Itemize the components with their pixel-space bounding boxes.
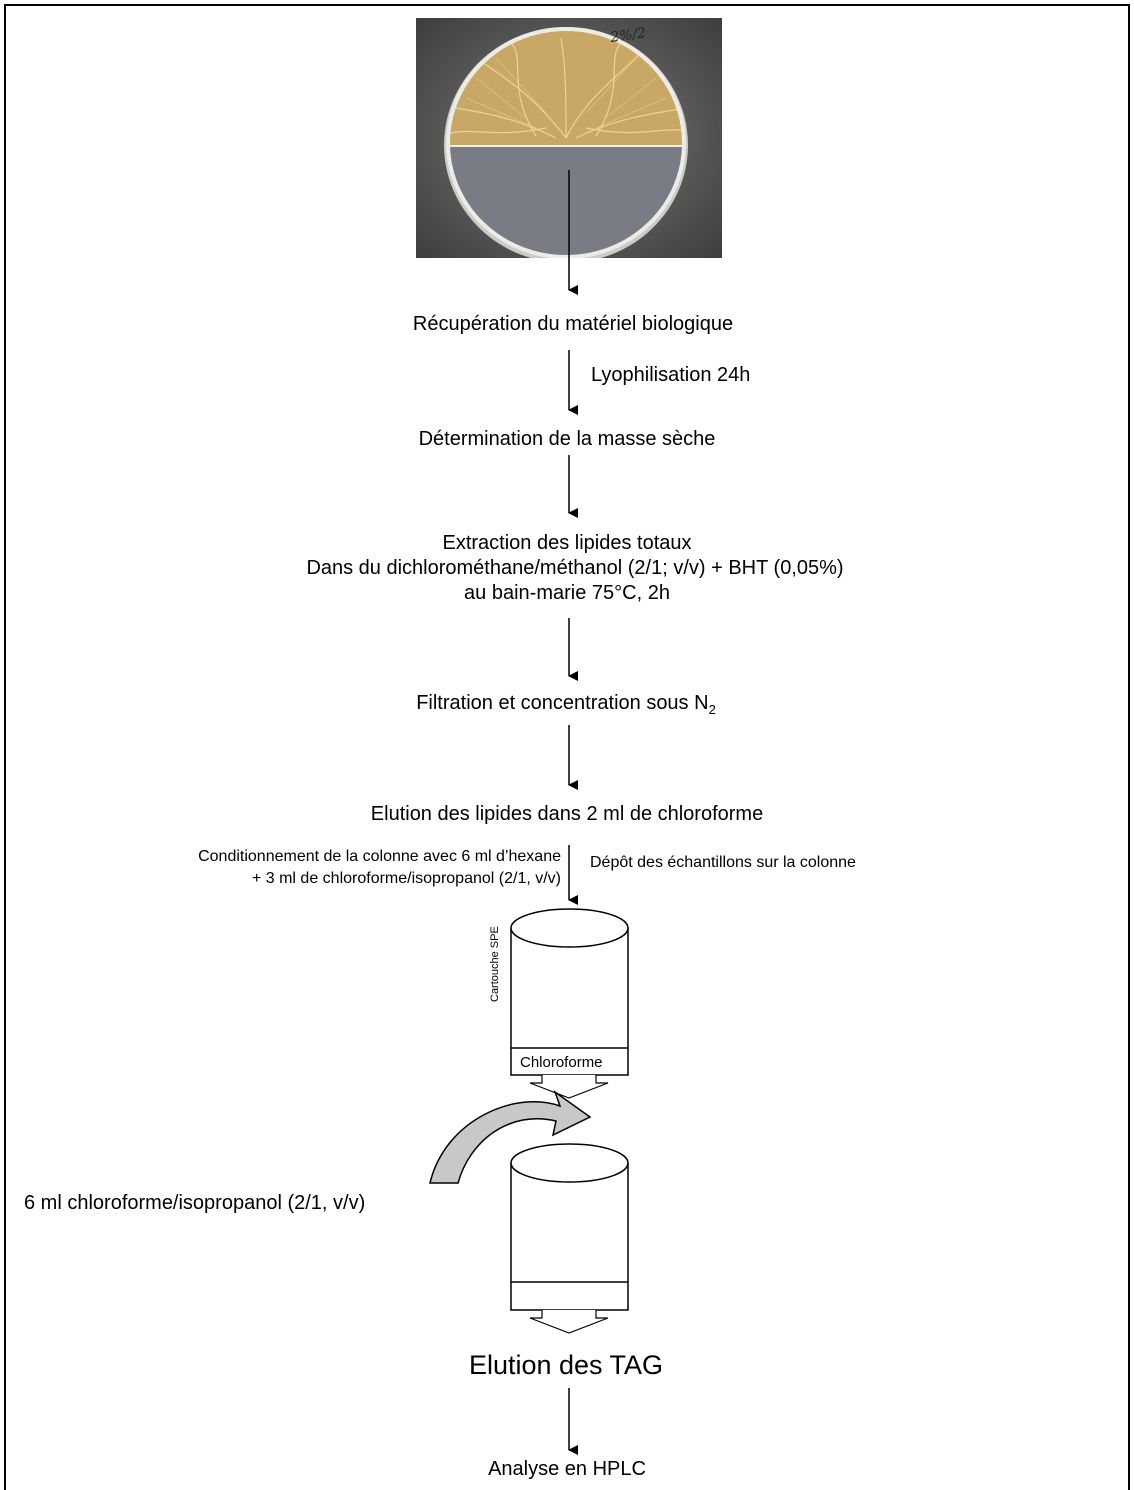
step-masse-seche: Détermination de la masse sèche (418, 428, 716, 450)
step-analyse-hplc: Analyse en HPLC (488, 1458, 646, 1480)
step-extraction-bath: au bain-marie 75°C, 2h (464, 582, 670, 604)
dish-handwritten-label: 2%/2 (608, 25, 647, 46)
step-conditioning-line2: + 3 ml de chloroforme/isopropanol (2/1, … (251, 870, 561, 887)
cartridge-chloroforme-label: Chloroforme (520, 1054, 603, 1071)
petri-dish-illustration: 2%/2 (416, 18, 722, 258)
diagram-frame (4, 4, 1130, 1490)
step-elution-lipides: Elution des lipides dans 2 ml de chlorof… (370, 803, 764, 825)
step-depot: Dépôt des échantillons sur la colonne (590, 854, 856, 871)
step-lyophilisation: Lyophilisation 24h (591, 364, 751, 386)
spe-cartridge-1 (510, 908, 629, 1099)
step-conditioning-line1: Conditionnement de la colonne avec 6 ml … (198, 848, 561, 865)
subscript-2: 2 (708, 702, 716, 717)
cartridge-spe-label: Cartouche SPE (489, 926, 501, 1002)
curved-transfer-arrow (429, 1089, 592, 1184)
step-extraction-solvent: Dans du dichlorométhane/méthanol (2/1; v… (306, 557, 844, 579)
step-recuperation: Récupération du matériel biologique (412, 313, 734, 335)
step-elution-tag: Elution des TAG (468, 1350, 664, 1380)
step-filtration: Filtration et concentration sous N2 (416, 692, 716, 717)
spe-cartridge-2 (510, 1143, 629, 1334)
step-solvent-added: 6 ml chloroforme/isopropanol (2/1, v/v) (24, 1192, 366, 1214)
step-extraction-title: Extraction des lipides totaux (442, 532, 692, 554)
petri-dish-photo: 2%/2 (416, 18, 722, 258)
